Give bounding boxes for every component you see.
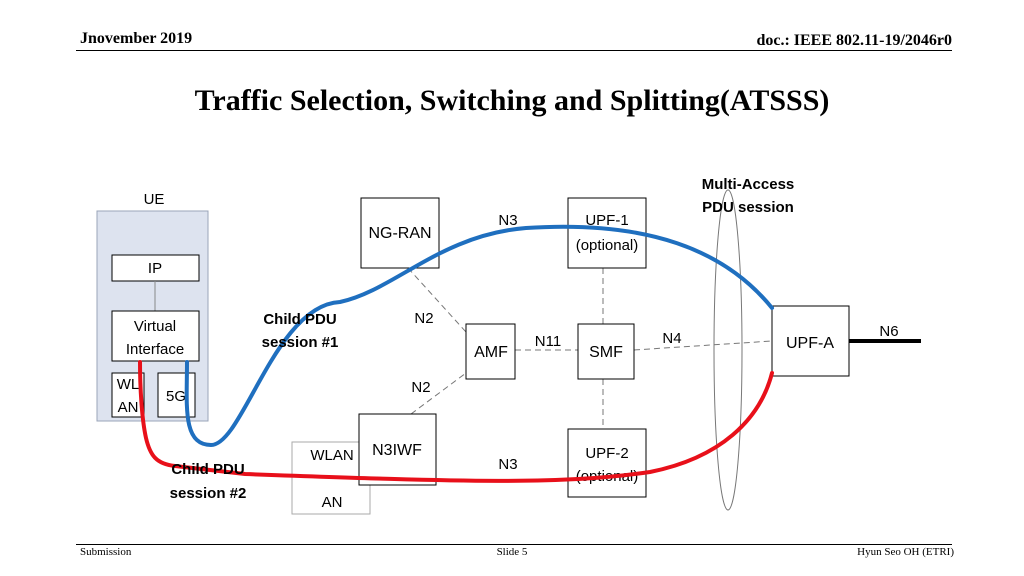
multi-access-label-2: PDU session (702, 199, 794, 216)
slide-title: Traffic Selection, Switching and Splitti… (194, 84, 830, 117)
child-pdu-1-label-1: Child PDU (263, 311, 336, 328)
wlan-port-label-1: WL (117, 376, 140, 393)
child-pdu-2-label-1: Child PDU (171, 461, 244, 478)
n11-label: N11 (535, 333, 561, 350)
child-pdu-session-2-path (138, 360, 774, 483)
ue-label: UE (144, 191, 165, 208)
footer-author: Hyun Seo OH (ETRI) (857, 546, 954, 558)
upf1-label-1: UPF-1 (585, 212, 628, 229)
virtual-interface-label-1: Virtual (134, 318, 176, 335)
n2-link-ngran-amf (407, 267, 467, 333)
upf-a-label: UPF-A (786, 335, 834, 352)
header-divider (76, 50, 952, 51)
upf2-box (567, 428, 647, 498)
virtual-interface-box (111, 310, 200, 362)
child-pdu-2-label-2: session #2 (170, 485, 247, 502)
n3iwf-box (358, 413, 437, 486)
amf-box (465, 323, 516, 380)
wlan-an-label-1: WLAN (310, 447, 353, 464)
fiveg-port-box (157, 372, 196, 418)
smf-label: SMF (589, 344, 623, 361)
n3iwf-label: N3IWF (372, 442, 422, 459)
header-doc-id: doc.: IEEE 802.11-19/2046r0 (756, 32, 952, 49)
wlan-port-label-2: AN (118, 399, 139, 416)
footer-divider (76, 544, 952, 545)
n6-label: N6 (879, 323, 898, 340)
ip-box (111, 254, 200, 282)
ng-ran-box (360, 197, 440, 269)
wlan-an-label-2: AN (322, 494, 343, 511)
footer-slide-number: Slide 5 (496, 546, 528, 558)
n2-link-n3iwf-amf (410, 372, 467, 415)
upf2-label-1: UPF-2 (585, 445, 628, 462)
multi-access-pdu-ellipse (713, 189, 743, 511)
upf-a-box (771, 305, 850, 377)
upf1-label-2: (optional) (576, 237, 639, 254)
child-pdu-session-1-path (184, 224, 774, 448)
n2-top-label: N2 (414, 310, 433, 327)
n4-link (633, 340, 773, 351)
n3-bottom-label: N3 (498, 456, 517, 473)
n3-top-label: N3 (498, 212, 517, 229)
amf-label: AMF (474, 344, 508, 361)
ip-label: IP (148, 260, 162, 277)
fiveg-port-label: 5G (166, 388, 186, 405)
smf-box (577, 323, 635, 380)
virtual-interface-label-2: Interface (126, 341, 184, 358)
multi-access-label-1: Multi-Access (702, 176, 795, 193)
n4-label: N4 (662, 330, 681, 347)
child-pdu-1-label-2: session #1 (262, 334, 339, 351)
footer-submission: Submission (80, 546, 132, 558)
n2-bottom-label: N2 (411, 379, 430, 396)
header-date: Jnovember 2019 (80, 30, 193, 47)
ng-ran-label: NG-RAN (368, 225, 431, 242)
